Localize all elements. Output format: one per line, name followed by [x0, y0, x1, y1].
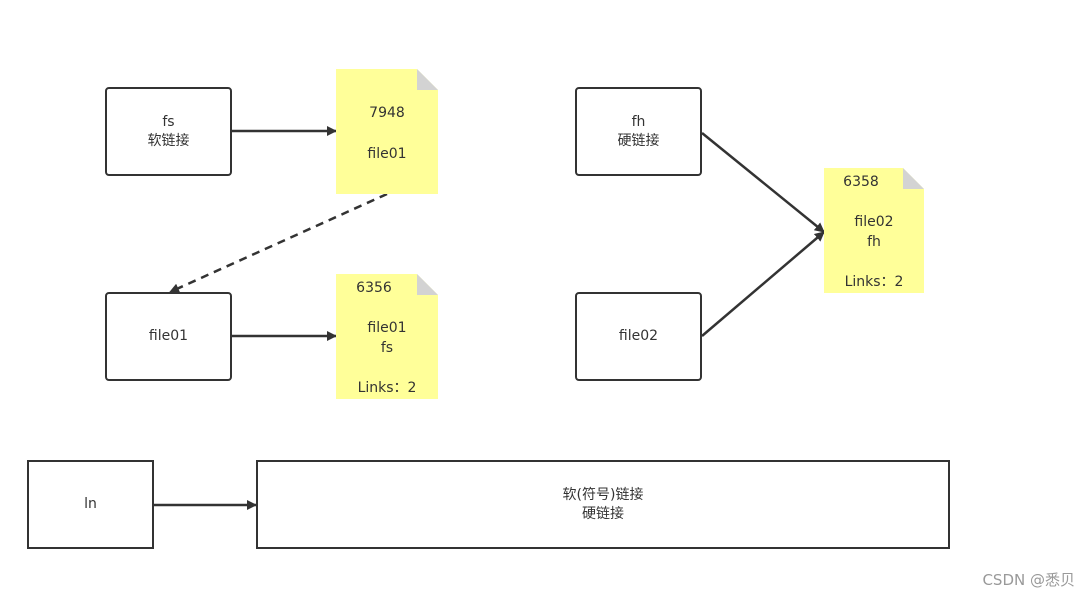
dashed-arrow-7948-to-file01	[169, 192, 388, 294]
watermark: CSDN @悉贝	[982, 571, 1075, 589]
note-7948-inode: 7948	[369, 105, 405, 121]
box-fh-type: 硬链接	[617, 132, 660, 149]
box-link-types-soft: 软(符号)链接	[562, 486, 644, 503]
note-7948-name: file01	[367, 146, 407, 162]
note-inode-6358: 6358 file02 fh Links：2	[824, 168, 924, 293]
note-inode-6356: 6356 file01 fs Links：2	[336, 274, 438, 399]
note-bg	[824, 168, 924, 293]
box-link-types-hard: 硬链接	[582, 505, 624, 522]
box-file01: file01	[105, 292, 232, 381]
box-fh-name: fh	[631, 113, 646, 130]
box-fh-hard-link: fh 硬链接	[575, 87, 702, 176]
box-fs-name: fs	[162, 113, 175, 130]
box-fs-type: 软链接	[147, 132, 190, 149]
note-inode-7948: 7948 file01	[336, 69, 438, 194]
note-bg	[336, 274, 438, 399]
box-fs-soft-link: fs 软链接	[105, 87, 232, 176]
box-ln-name: ln	[84, 496, 97, 512]
note-6358-name1: file02	[854, 214, 894, 230]
box-ln-command: ln	[27, 460, 154, 549]
note-6356-links: Links：2	[357, 380, 417, 396]
arrow-file02-to-6358	[701, 231, 825, 337]
box-link-types: 软(符号)链接 硬链接	[256, 460, 950, 549]
note-6358-name2: fh	[867, 234, 881, 250]
box-file02: file02	[575, 292, 702, 381]
note-6356-name1: file01	[367, 320, 407, 336]
note-bg	[336, 69, 438, 194]
arrow-fh-to-6358	[701, 132, 825, 233]
note-6358-links: Links：2	[844, 274, 904, 290]
note-6356-name2: fs	[380, 340, 394, 356]
note-6358-inode: 6358	[843, 174, 879, 190]
box-file01-name: file01	[148, 328, 189, 344]
note-6356-inode: 6356	[356, 280, 392, 296]
box-file02-name: file02	[618, 328, 659, 344]
